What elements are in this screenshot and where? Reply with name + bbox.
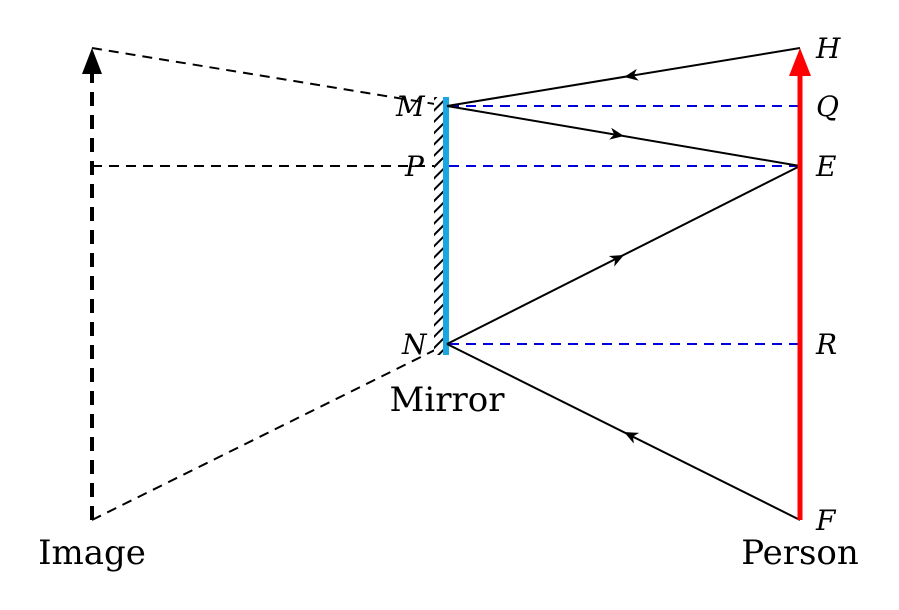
mirror-surface xyxy=(443,97,449,355)
person-arrow-head xyxy=(789,48,811,76)
label-p: P xyxy=(404,150,425,183)
label-h: H xyxy=(815,32,841,65)
label-r: R xyxy=(815,328,837,361)
ray-h-to-m xyxy=(446,47,801,107)
label-m: M xyxy=(395,90,426,123)
label-f: F xyxy=(815,504,837,537)
caption-person: Person xyxy=(741,533,859,573)
label-e: E xyxy=(815,150,836,183)
ray-n-to-e-arrowhead xyxy=(608,255,624,267)
ray-h-to-m-arrowhead xyxy=(624,68,639,81)
caption-image: Image xyxy=(38,533,146,573)
extension-line-bottom xyxy=(91,343,448,521)
caption-mirror: Mirror xyxy=(390,380,506,420)
mirror-backing xyxy=(434,97,444,355)
ray-n-to-e xyxy=(446,165,801,345)
label-q: Q xyxy=(816,90,839,123)
ray-f-to-n-arrowhead xyxy=(624,432,640,444)
label-n: N xyxy=(401,328,428,361)
ray-f-to-n xyxy=(446,343,801,521)
image-arrow-head xyxy=(82,48,102,74)
extension-line-top xyxy=(91,47,448,107)
ray-m-to-e-arrowhead xyxy=(609,127,624,140)
